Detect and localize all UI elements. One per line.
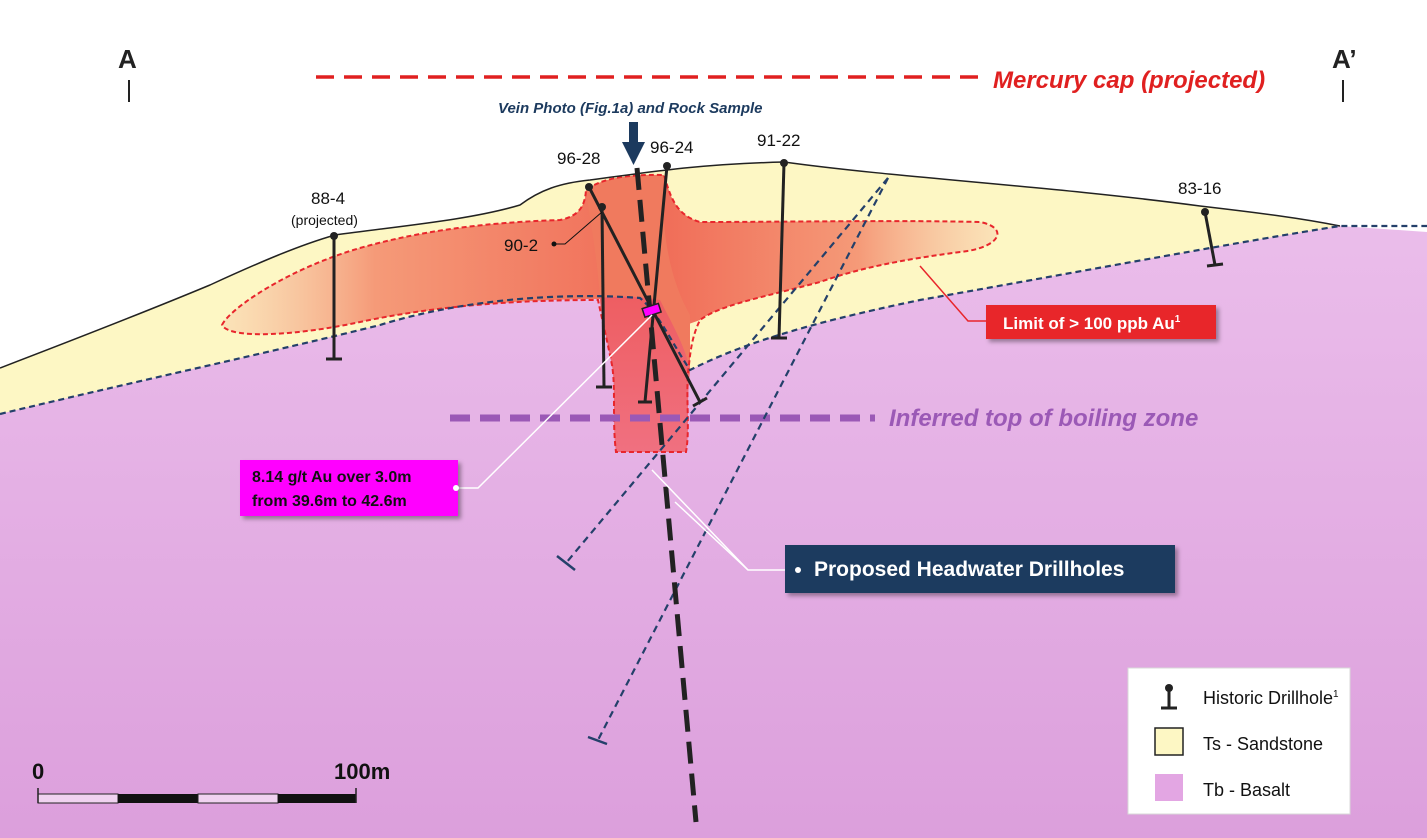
section-label-a: A [118, 44, 137, 74]
legend-drillhole-label: Historic Drillhole1 [1203, 688, 1339, 708]
au-anomaly-right [650, 175, 998, 330]
au-anomaly-outline [220, 173, 999, 453]
proposed-hole-2-end [587, 735, 608, 746]
legend-sandstone-label: Ts - Sandstone [1203, 734, 1323, 754]
scale-end-label: 100m [334, 759, 390, 784]
au-limit-label: Limit of > 100 ppb Au1 [1003, 314, 1181, 333]
legend-basalt-swatch [1155, 774, 1183, 801]
drillhole-96-28 [585, 183, 708, 408]
scale-start-label: 0 [32, 759, 44, 784]
drillhole-label-96-28: 96-28 [557, 149, 600, 168]
proposed-callout-label: Proposed Headwater Drillholes [814, 558, 1124, 581]
vein-photo-label: Vein Photo (Fig.1a) and Rock Sample [498, 100, 763, 117]
intercept-callout [240, 460, 458, 516]
drillhole-96-24 [638, 162, 671, 404]
drillhole-83-16 [1201, 208, 1224, 268]
historic-drillholes [326, 159, 1224, 408]
au-limit-callout [986, 305, 1216, 339]
intercept-line-2: from 39.6m to 42.6m [252, 493, 407, 510]
legend-basalt-label: Tb - Basalt [1203, 780, 1290, 800]
boiling-zone-label: Inferred top of boiling zone [889, 405, 1198, 432]
proposed-drillholes [565, 177, 889, 741]
intercept-leader [456, 314, 653, 489]
au-limit-leader [919, 265, 988, 322]
proposed-leader-branch [674, 501, 749, 571]
proposed-hole-2 [597, 177, 889, 741]
drillhole-label-96-24: 96-24 [650, 138, 693, 157]
drillhole-label-91-22: 91-22 [757, 131, 800, 150]
section-label-a-prime: A’ [1332, 44, 1357, 74]
drillhole-label-88-4: 88-4 [311, 189, 345, 208]
intercept-line-1: 8.14 g/t Au over 3.0m [252, 469, 411, 486]
au-anomaly-stem [600, 296, 690, 452]
proposed-callout [785, 545, 1175, 593]
drillhole-note-88-4: (projected) [291, 212, 358, 228]
legend: Historic Drillhole1 Ts - Sandstone Tb - … [1127, 667, 1351, 815]
drillhole-label-83-16: 83-16 [1178, 179, 1221, 198]
drillhole-88-4 [326, 232, 342, 361]
mercury-cap-label: Mercury cap (projected) [993, 67, 1265, 94]
drillhole-label-90-2: 90-2 [504, 236, 538, 255]
topography-line [0, 161, 1341, 369]
proposed-main-hole [634, 167, 699, 823]
drillhole-91-22 [771, 159, 788, 340]
scale-bar [37, 788, 357, 804]
legend-sandstone-swatch [1154, 727, 1184, 756]
drillhole-90-2-leader [556, 211, 603, 245]
proposed-hole-1-end [556, 555, 576, 571]
legend-drillhole-icon [1161, 684, 1177, 710]
drillhole-90-2 [596, 203, 612, 389]
vein-photo-arrow-icon [622, 122, 645, 165]
sample-marker [641, 302, 663, 319]
